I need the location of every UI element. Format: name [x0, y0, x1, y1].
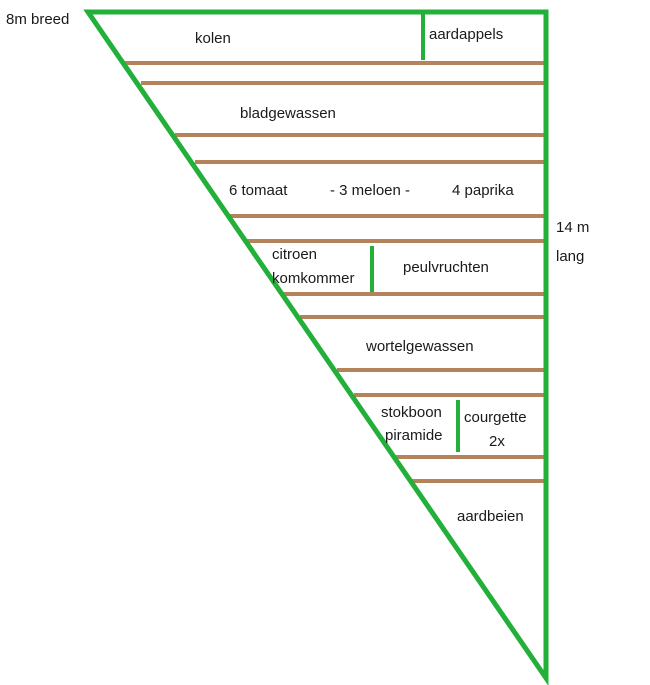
bed-label-kolen: kolen [195, 30, 231, 47]
plot-border [83, 9, 549, 685]
bed-label-peulvruchten: peulvruchten [403, 259, 489, 276]
bed-label-wortelgewassen: wortelgewassen [365, 338, 474, 355]
bed-label-courgette-count: 2x [489, 433, 505, 450]
bed-label-citroen: citroen [272, 246, 317, 263]
bed-label-aardbeien: aardbeien [457, 508, 524, 525]
path-strips [125, 61, 546, 483]
bed-label-meloen: - 3 meloen - [330, 182, 410, 199]
bed-label-aardappels: aardappels [429, 26, 503, 43]
bed-label-paprika: 4 paprika [452, 182, 514, 199]
bed-label-stokboon: stokboon [381, 404, 442, 421]
bed-label-piramide: piramide [385, 427, 443, 444]
bed-label-courgette: courgette [464, 409, 527, 426]
bed-label-komkommer: komkommer [272, 270, 355, 287]
length-label-line1: 14 m [556, 219, 589, 236]
bed-label-bladgewassen: bladgewassen [240, 105, 336, 122]
bed-label-tomaat: 6 tomaat [229, 182, 288, 199]
width-label: 8m breed [6, 11, 69, 28]
length-label-line2: lang [556, 248, 584, 265]
